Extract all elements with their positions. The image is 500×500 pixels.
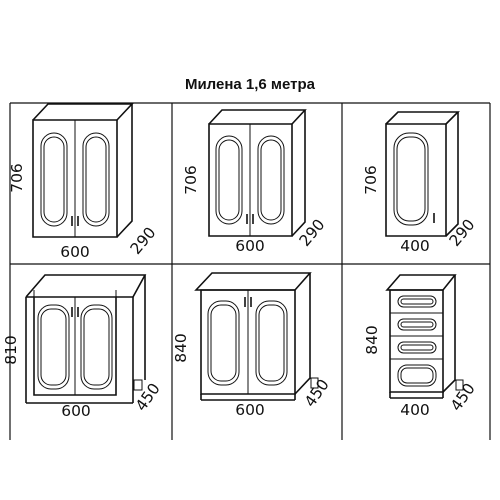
depth-label: 290	[296, 216, 329, 250]
depth-label: 290	[446, 216, 479, 250]
height-label: 840	[172, 333, 190, 363]
depth-label: 450	[447, 380, 479, 415]
grid-lines	[9, 102, 491, 440]
width-label: 600	[235, 237, 265, 255]
wall-cabinet-600-b	[208, 109, 307, 237]
width-label: 400	[400, 237, 430, 255]
height-label: 706	[362, 165, 380, 195]
wall-cabinet-600-a	[32, 103, 134, 238]
depth-label: 450	[132, 380, 164, 415]
height-label: 840	[363, 325, 381, 355]
base-cabinet-600	[194, 272, 319, 401]
width-label: 600	[235, 401, 265, 419]
diagram-title: Милена 1,6 метра	[184, 76, 316, 93]
drawer-base-cabinet-400	[385, 274, 464, 399]
depth-label: 290	[127, 224, 160, 258]
width-label: 400	[400, 401, 430, 419]
height-label: 706	[8, 163, 26, 193]
sink-base-cabinet-600	[25, 274, 147, 404]
height-label: 706	[182, 165, 200, 195]
width-label: 600	[60, 243, 90, 261]
width-label: 600	[61, 402, 91, 420]
height-label: 810	[2, 335, 20, 365]
dimension-labels: 706 600 290 706 600 290 706 400 290 810 …	[2, 163, 479, 420]
depth-label: 450	[301, 376, 333, 411]
wall-cabinet-400	[385, 111, 460, 237]
